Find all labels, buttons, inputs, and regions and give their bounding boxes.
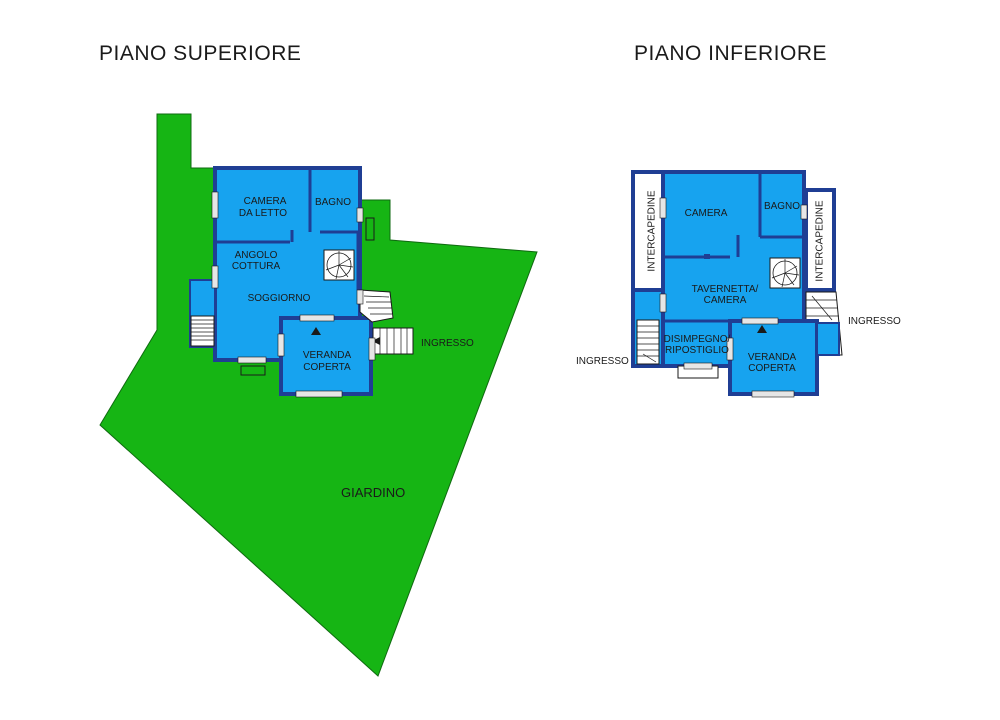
lower-spiral-stair	[769, 257, 801, 289]
title-piano-superiore: PIANO SUPERIORE	[99, 42, 302, 65]
room-label-disimpegno-line2: RIPOSTIGLIO	[665, 345, 729, 356]
lower-floor-plan: INTERCAPEDINE INTERCAPEDINE CAMERA BAGNO…	[576, 170, 901, 398]
upper-spiral-stair	[323, 249, 355, 281]
label-giardino: GIARDINO	[341, 485, 405, 500]
room-label-angolo-line2: COTTURA	[232, 261, 281, 272]
room-label-soggiorno: SOGGIORNO	[248, 293, 311, 304]
upper-left-stair-steps	[191, 319, 214, 341]
label-ingresso-upper: INGRESSO	[421, 338, 474, 349]
upper-windows	[211, 191, 376, 398]
room-label-veranda-lower-line1: VERANDA	[748, 352, 797, 363]
lower-veranda-arrow	[757, 325, 767, 333]
room-label-intercapedine-left: INTERCAPEDINE	[647, 190, 658, 271]
room-label-bagno: BAGNO	[315, 197, 351, 208]
upper-interior-walls	[215, 168, 360, 290]
upper-outdoor-planter	[365, 217, 375, 241]
lower-left-stair	[636, 319, 660, 365]
room-label-veranda-line1: VERANDA	[303, 350, 352, 361]
room-label-camera-lower: CAMERA	[685, 208, 728, 219]
room-label-disimpegno-line1: DISIMPEGNO/	[664, 334, 731, 345]
upper-left-stair	[190, 315, 215, 347]
room-label-angolo-line1: ANGOLO	[235, 250, 278, 261]
upper-right-stair-steps	[363, 295, 392, 315]
upper-entrance-arrow	[372, 337, 380, 345]
room-label-camera-line2: DA LETTO	[239, 208, 287, 219]
room-label-veranda-line2: COPERTA	[303, 362, 351, 373]
label-ingresso-lower-right: INGRESSO	[848, 316, 901, 327]
room-label-camera-line1: CAMERA	[244, 196, 287, 207]
upper-outdoor-bench	[240, 365, 266, 376]
upper-floor-plan: CAMERA DA LETTO BAGNO ANGOLO COTTURA SOG…	[99, 113, 538, 677]
lower-left-stair-steps	[637, 325, 659, 363]
lower-intercapedine-right-block	[804, 188, 836, 292]
lower-veranda-extension	[816, 322, 840, 356]
room-label-tavernetta-line2: CAMERA	[704, 295, 747, 306]
room-label-veranda-lower-line2: COPERTA	[748, 363, 796, 374]
lower-interior-walls	[663, 172, 803, 323]
lower-column	[704, 254, 710, 259]
label-ingresso-lower-left: INGRESSO	[576, 356, 629, 367]
upper-veranda-arrow	[311, 327, 321, 335]
room-label-intercapedine-right: INTERCAPEDINE	[815, 200, 826, 281]
room-label-bagno-lower: BAGNO	[764, 201, 800, 212]
title-piano-inferiore: PIANO INFERIORE	[634, 42, 828, 65]
room-label-tavernetta-line1: TAVERNETTA/	[692, 284, 759, 295]
lower-windows	[659, 197, 808, 398]
